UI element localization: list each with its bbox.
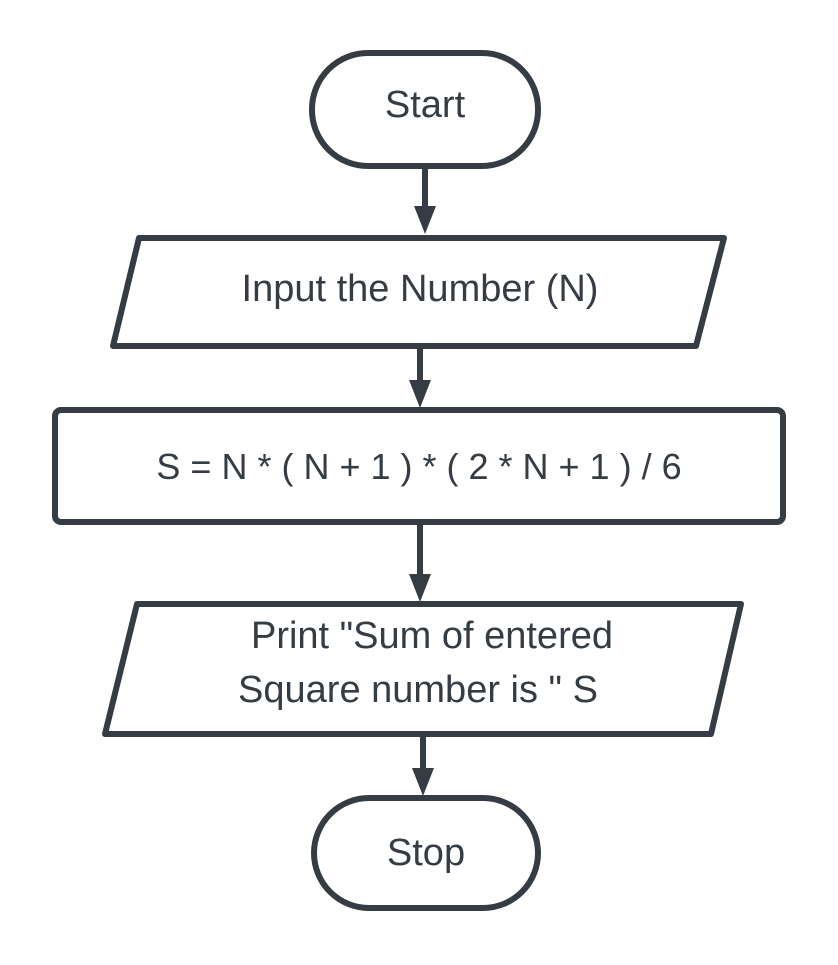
- terminator-shape: [311, 795, 541, 911]
- terminator-shape: [309, 50, 541, 169]
- input-output-shape: [102, 601, 744, 737]
- stop-label: Stop: [387, 832, 465, 874]
- input-output-shape: [110, 235, 727, 349]
- print-node: Print "Sum of entered Square number is "…: [102, 601, 744, 737]
- print-label-line-1: Print "Sum of entered: [251, 615, 613, 657]
- process-shape: [52, 407, 786, 525]
- connector-print-to-stop: [412, 734, 434, 796]
- process-node: S = N * ( N + 1 ) * ( 2 * N + 1 ) / 6: [52, 407, 786, 525]
- process-formula-label: S = N * ( N + 1 ) * ( 2 * N + 1 ) / 6: [156, 446, 681, 487]
- start-label: Start: [385, 84, 466, 126]
- connector-input-to-process: [409, 346, 431, 408]
- connector-process-to-print: [409, 522, 431, 602]
- arrowhead-icon: [409, 574, 431, 602]
- input-node: Input the Number (N): [110, 235, 727, 349]
- connector-start-to-input: [414, 166, 436, 234]
- stop-node: Stop: [311, 795, 541, 911]
- start-node: Start: [309, 50, 541, 169]
- arrowhead-icon: [414, 206, 436, 234]
- print-label-line-2: Square number is " S: [238, 669, 598, 711]
- input-label: Input the Number (N): [242, 268, 599, 310]
- arrowhead-icon: [409, 380, 431, 408]
- arrowhead-icon: [412, 768, 434, 796]
